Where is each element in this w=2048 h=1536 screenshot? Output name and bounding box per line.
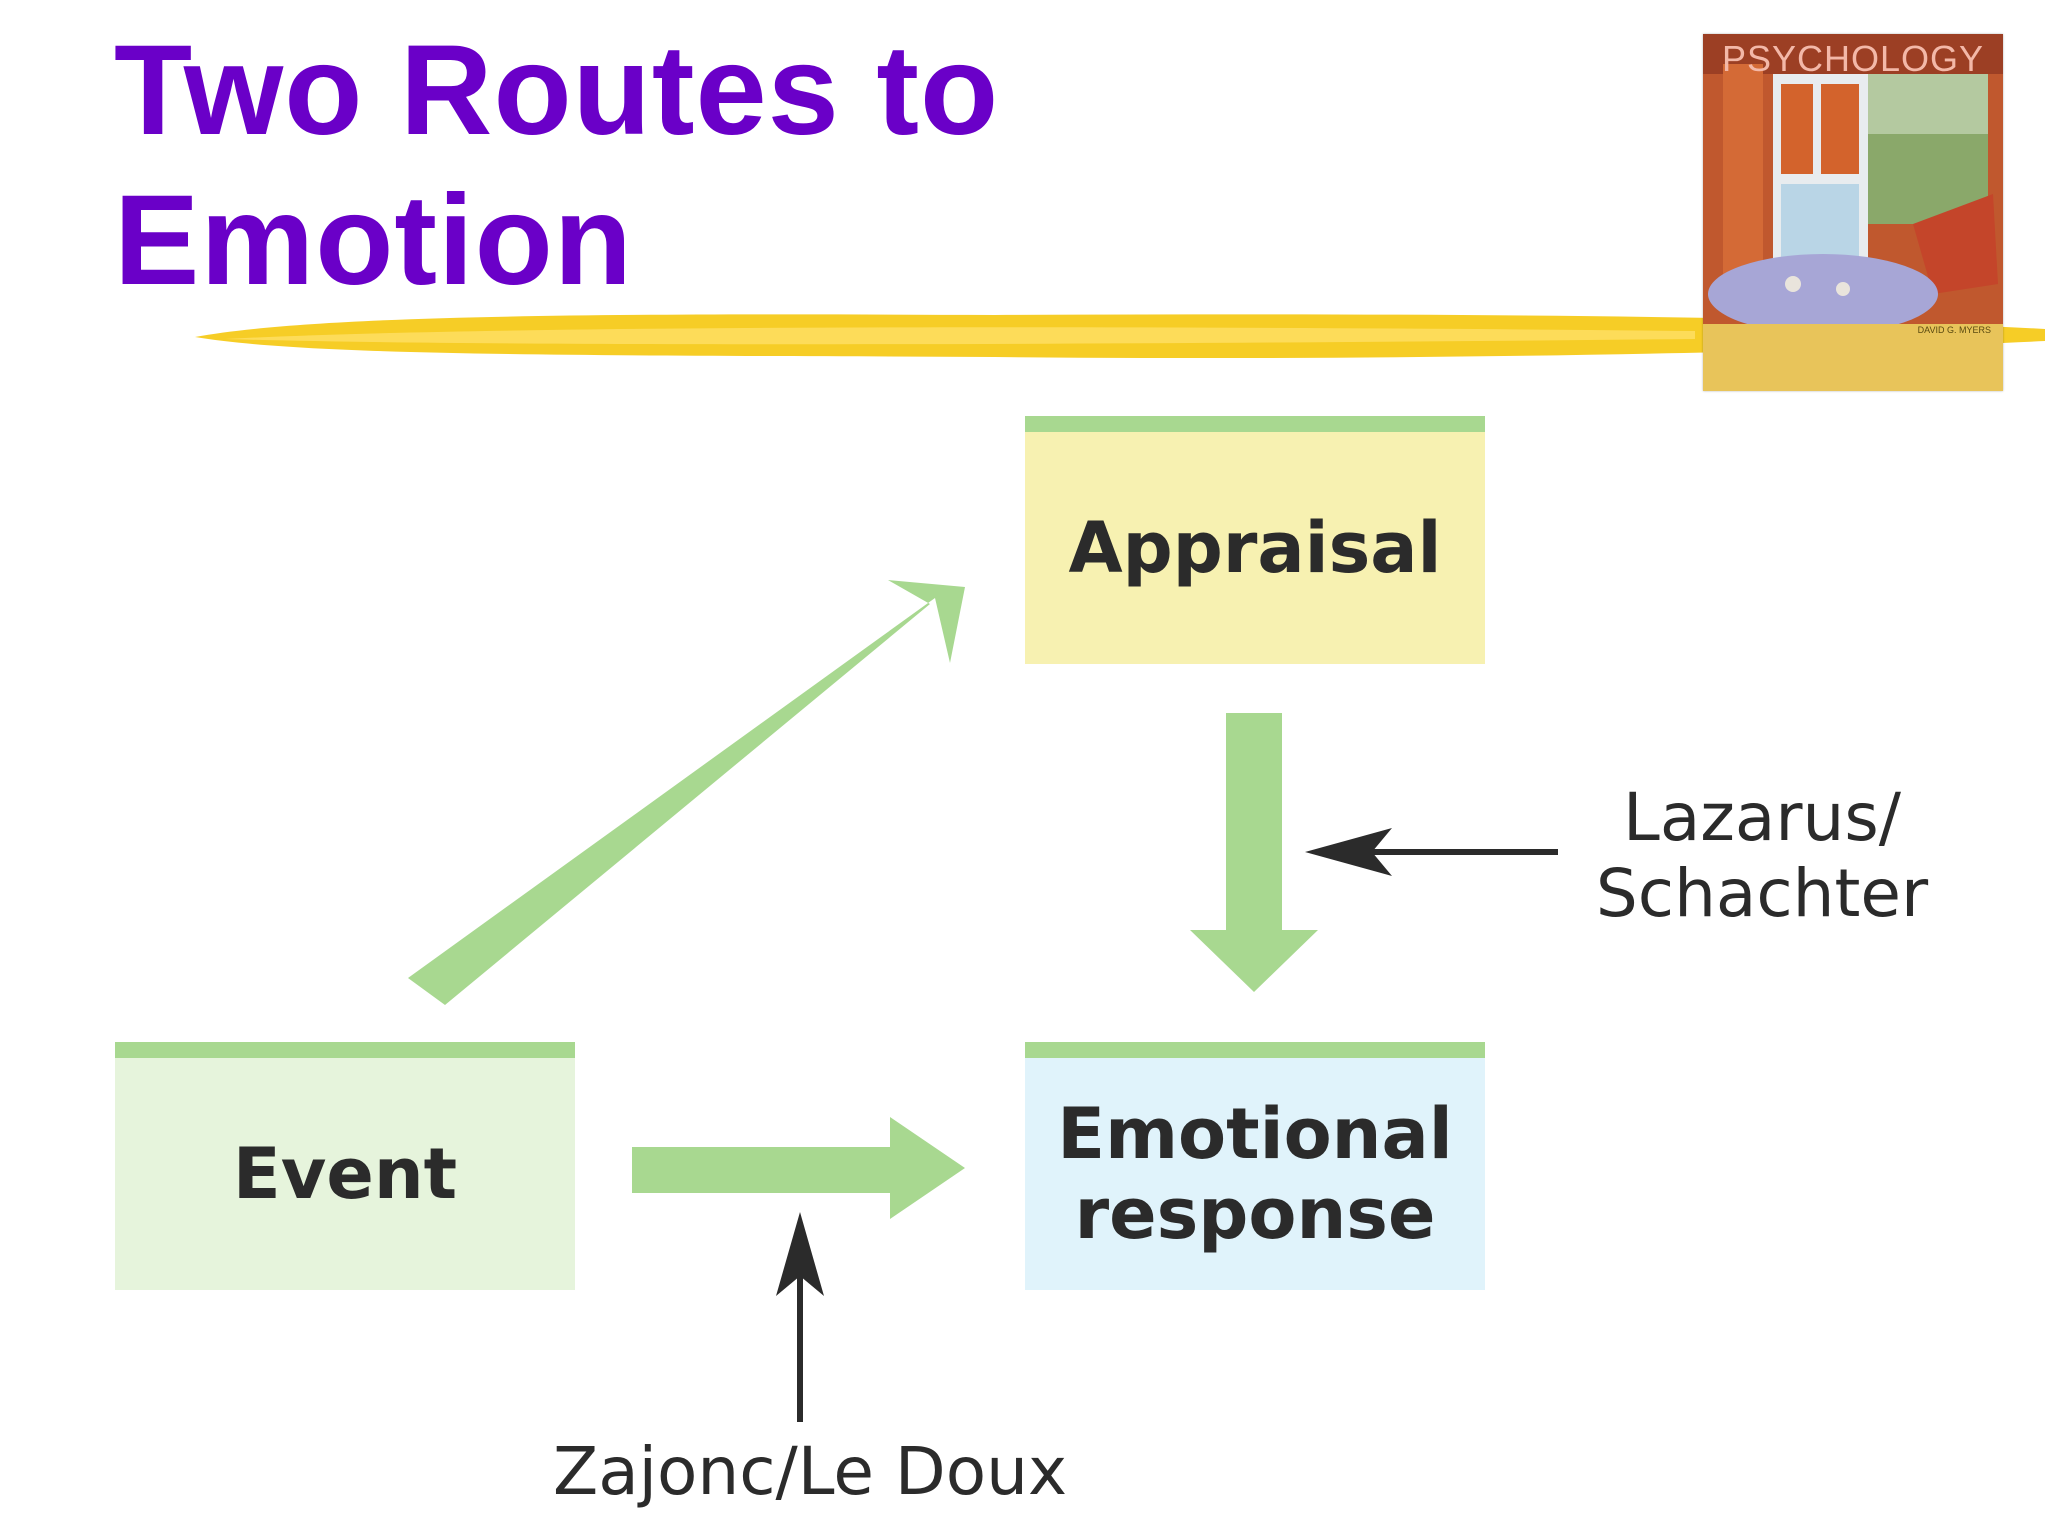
appraisal-label: Appraisal	[1068, 507, 1442, 589]
event-box: Event	[115, 1042, 575, 1290]
highlight-swoosh	[195, 314, 2045, 359]
book-cover-artwork	[1703, 34, 2003, 391]
title-line-2: Emotion	[114, 169, 633, 312]
book-cover-author: DAVID G. MYERS	[1917, 325, 1991, 335]
slide-title: Two Routes to Emotion	[114, 16, 999, 316]
zajonc-ledoux-label: Zajonc/Le Doux	[552, 1433, 1067, 1510]
title-line-1: Two Routes to	[114, 19, 1000, 162]
event-label: Event	[232, 1133, 458, 1215]
book-cover-title: PSYCHOLOGY	[1721, 38, 1985, 79]
event-to-appraisal-arrow	[408, 580, 965, 1005]
appraisal-to-emotional-arrow	[1190, 713, 1318, 992]
appraisal-box: Appraisal	[1025, 416, 1485, 664]
emotional-response-label: Emotional response	[1057, 1093, 1453, 1255]
lazarus-pointer-head	[1305, 828, 1392, 876]
lazarus-schachter-label: Lazarus/ Schachter	[1595, 779, 1929, 932]
zajonc-pointer-head	[776, 1212, 824, 1296]
event-to-emotional-arrow	[632, 1117, 965, 1219]
book-cover-image: PSYCHOLOGY DAVID G. MYERS	[1703, 34, 2003, 391]
emotional-response-box: Emotional response	[1025, 1042, 1485, 1290]
